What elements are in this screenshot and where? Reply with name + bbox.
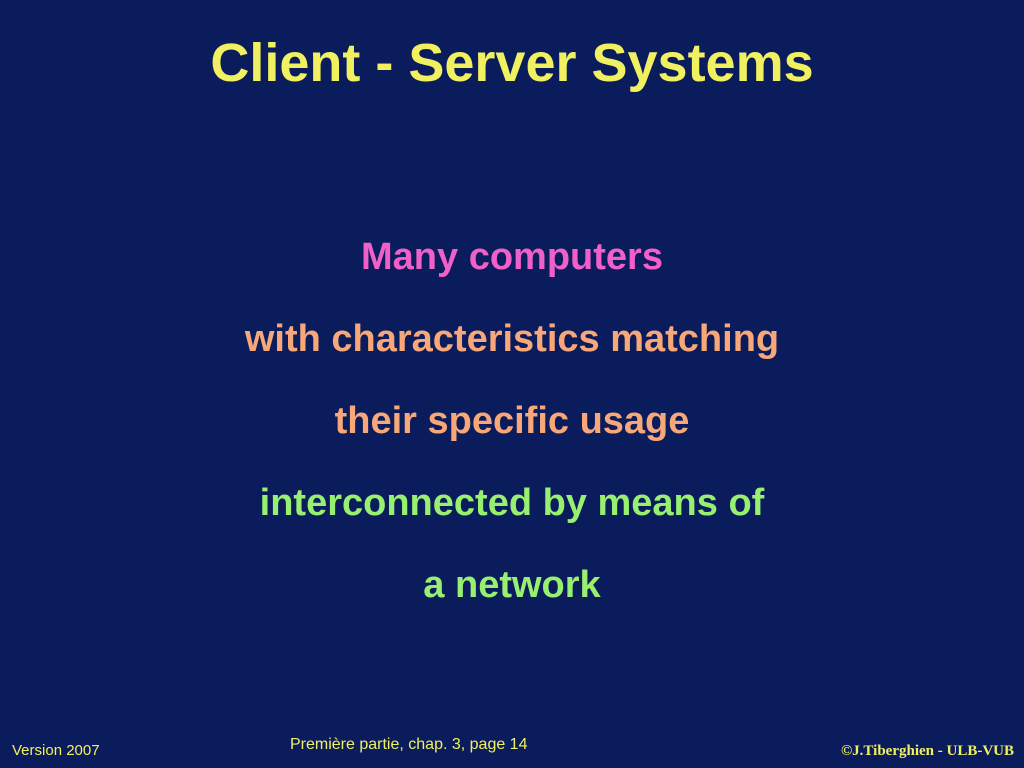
footer-page-label: Première partie, chap. 3, page 14	[290, 736, 528, 753]
footer-version: Version 2007	[12, 742, 100, 759]
body-line-1: Many computers	[361, 236, 663, 278]
body-line-2: with characteristics matching	[244, 318, 780, 360]
body-line-3: their specific usage	[334, 400, 690, 442]
body-line-4: interconnected by means of	[259, 482, 765, 524]
slide-body: Many computers with characteristics matc…	[0, 216, 1024, 626]
body-line-5: a network	[423, 564, 601, 606]
footer-copyright: ©J.Tiberghien - ULB-VUB	[840, 743, 1014, 759]
slide-title: Client - Server Systems	[210, 33, 814, 93]
